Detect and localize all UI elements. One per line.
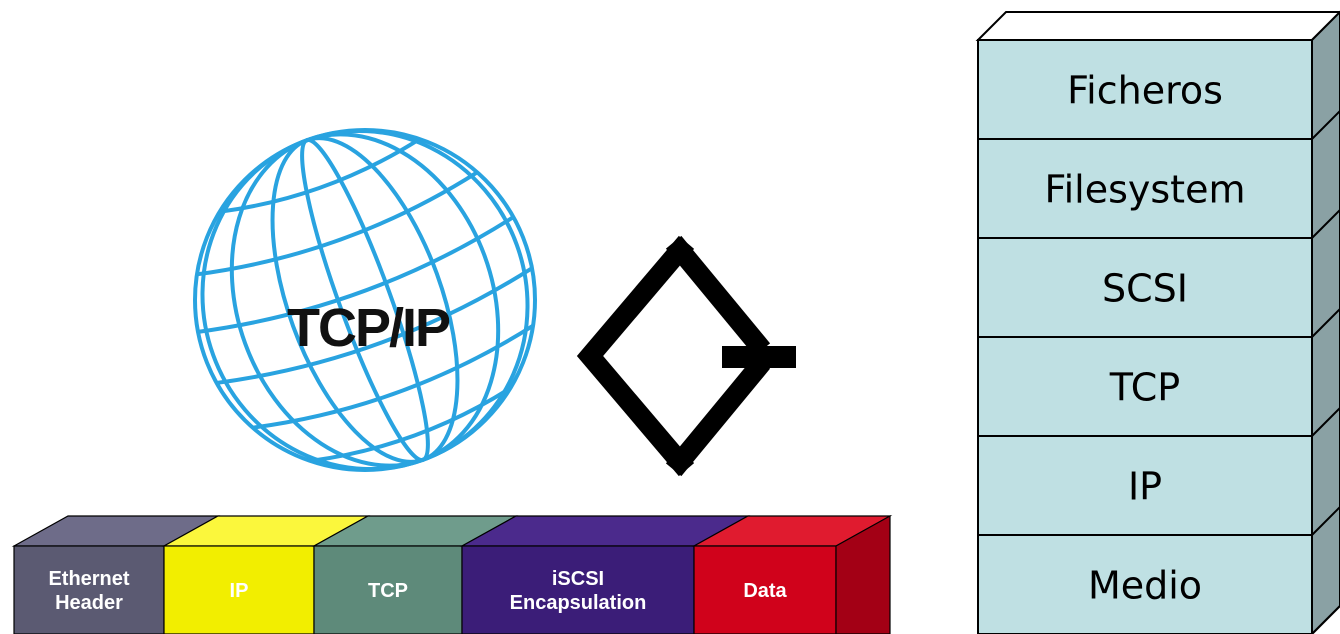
packet-segment-face bbox=[461, 545, 695, 634]
globe-label: TCP/IP bbox=[287, 298, 450, 358]
packet-segment: Data bbox=[691, 515, 893, 634]
stack-layer-edge bbox=[1311, 605, 1340, 634]
packet-segment-face bbox=[13, 545, 165, 634]
stack-layer-label: Ficheros bbox=[1067, 69, 1223, 113]
packet-segment: IP bbox=[161, 515, 371, 634]
packet-segment-label: Ethernet bbox=[48, 568, 129, 590]
packet-segment-label: Data bbox=[743, 580, 787, 602]
stack-layer-label: Medio bbox=[1088, 564, 1202, 608]
packet-side bbox=[835, 514, 891, 634]
stack-layer: TCP bbox=[977, 336, 1340, 437]
stack-layer-edge bbox=[1311, 209, 1340, 239]
globe-meridian bbox=[200, 128, 530, 472]
iscsi-logo-icon bbox=[576, 235, 796, 477]
globe-wireframe-icon bbox=[193, 128, 537, 472]
globe-parallel bbox=[196, 170, 479, 277]
stack-top bbox=[975, 11, 1340, 41]
stack-layer-label: IP bbox=[1128, 465, 1162, 509]
stack-layer-face bbox=[977, 534, 1313, 634]
globe-parallel bbox=[197, 215, 515, 334]
packet-segment-label: Header bbox=[55, 592, 123, 614]
stack-layer-face bbox=[977, 435, 1313, 536]
packet-segment-face bbox=[693, 545, 837, 634]
globe-parallel bbox=[219, 137, 421, 214]
stack-layer-face bbox=[977, 138, 1313, 239]
packet-segment: TCP bbox=[311, 515, 519, 634]
stack-layer-edge bbox=[1311, 506, 1340, 536]
stack-layer: IP bbox=[977, 435, 1340, 536]
packet-segment-label: iSCSI bbox=[552, 568, 604, 590]
stack-layer-face bbox=[977, 336, 1313, 437]
tcpip-globe: TCP/IP bbox=[193, 128, 537, 472]
globe-parallel bbox=[216, 266, 534, 385]
stack-layer: Filesystem bbox=[977, 138, 1340, 239]
packet-segment-label: TCP bbox=[368, 580, 408, 602]
stack-layer-label: Filesystem bbox=[1045, 168, 1246, 212]
stack-layer-edge bbox=[1311, 110, 1340, 140]
stack-layer-label: TCP bbox=[1109, 366, 1180, 410]
stack-layer-label: SCSI bbox=[1102, 267, 1188, 311]
packet-segment-label: Encapsulation bbox=[510, 592, 647, 614]
packet-segment-label: IP bbox=[230, 580, 249, 602]
stack-layer: Medio bbox=[977, 534, 1340, 634]
stack-layer: Ficheros bbox=[977, 39, 1340, 140]
stack-layer-face bbox=[977, 39, 1313, 140]
globe-parallel bbox=[310, 386, 512, 463]
stack-layer: SCSI bbox=[977, 237, 1340, 338]
packet-segment-face bbox=[313, 545, 463, 634]
stack-layer-edge bbox=[1311, 407, 1340, 437]
stack-layer-edge bbox=[1311, 308, 1340, 338]
stack-layer-face bbox=[977, 237, 1313, 338]
globe-parallel bbox=[252, 323, 535, 430]
